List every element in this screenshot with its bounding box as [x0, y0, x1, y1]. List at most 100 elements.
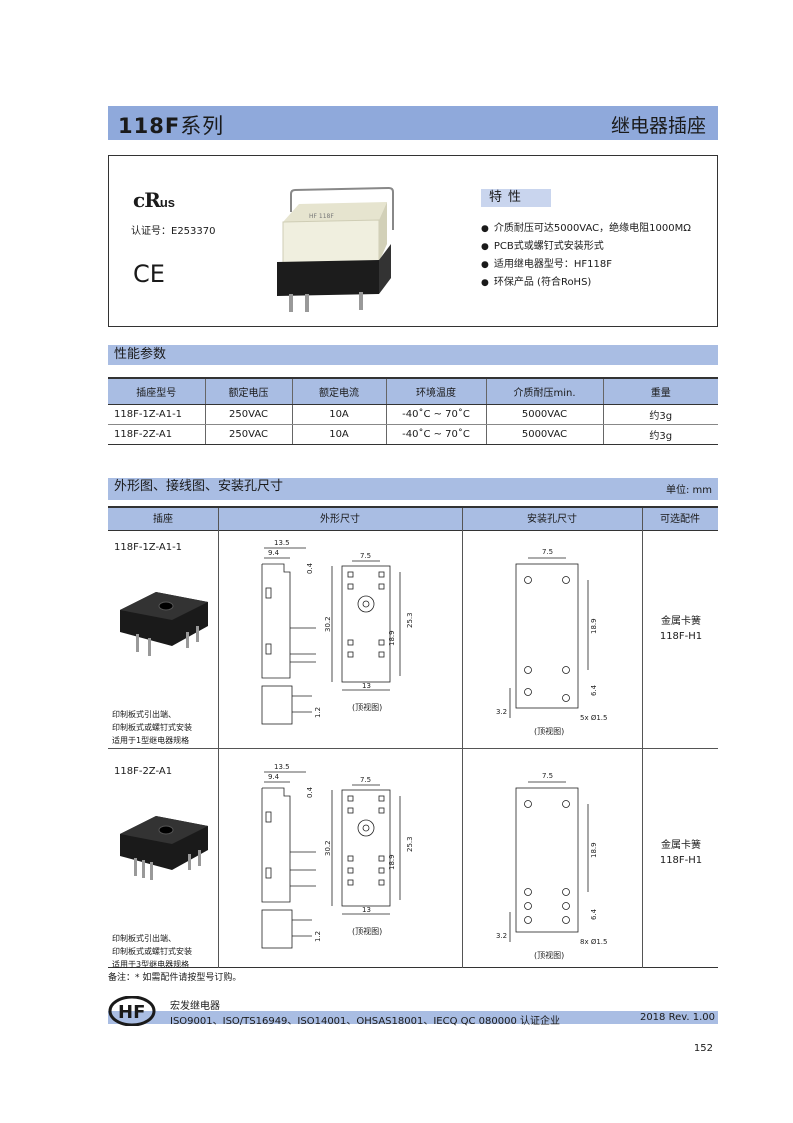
outline-drawing: 13.5 9.4 0.4 1.2 7.5 30.2 25.3 18.9 13 (… — [261, 763, 414, 949]
dim-label: 1.2 — [314, 931, 322, 942]
dim-label: 18.9 — [590, 842, 598, 858]
features-heading: 特性 — [481, 189, 551, 207]
dim-label: 1.2 — [314, 707, 322, 718]
col-header: 外形尺寸 — [320, 514, 360, 525]
divider — [642, 508, 643, 968]
col-header: 可选配件 — [660, 514, 700, 525]
socket-description: 印制板式引出端、 印制板式或螺钉式安装 适用于3型继电器规格 — [112, 934, 192, 969]
cell-model: 118F-1Z-A1-1 — [108, 404, 205, 425]
dim-label: 0.4 — [306, 562, 314, 574]
cell-dielectric: 5000VAC — [485, 404, 603, 425]
view-label: (顶视图) — [352, 926, 382, 936]
dim-label: 7.5 — [360, 552, 371, 560]
dim-label: 7.5 — [360, 776, 371, 784]
col-header: 插座型号 — [108, 377, 205, 405]
performance-table: 插座型号 额定电压 额定电流 环境温度 介质耐压min. 重量 118F-1Z-… — [108, 377, 718, 445]
dim-label: 30.2 — [324, 616, 332, 632]
col-header: 介质耐压min. — [485, 377, 603, 405]
hf-logo: HF — [108, 996, 156, 1026]
footer-band — [108, 1011, 718, 1024]
revision: 2018 Rev. 1.00 — [639, 1012, 715, 1023]
dim-label: 13.5 — [274, 539, 290, 547]
socket-photo — [120, 816, 208, 880]
dim-label: 13.5 — [274, 763, 290, 771]
col-header: 插座 — [153, 514, 173, 525]
svg-text:HF 118F: HF 118F — [309, 213, 334, 220]
outline-drawing: 13.5 9.4 0.4 1.2 7.5 30.2 25.3 18.9 13 (… — [261, 539, 414, 725]
series-title: 118F系列 — [118, 114, 225, 138]
dim-label: 7.5 — [542, 548, 553, 556]
ce-mark: CE — [133, 260, 165, 288]
feature-item: 环保产品 (符合RoHS) — [481, 274, 691, 292]
col-header: 环境温度 — [385, 377, 486, 405]
view-label: (顶视图) — [534, 726, 564, 736]
dimensions-header-row: 插座 外形尺寸 安装孔尺寸 可选配件 — [108, 508, 718, 531]
note: 备注：* 如需配件请按型号订购。 — [108, 973, 242, 983]
relay-socket-photo: HF 118F — [277, 186, 394, 312]
cell-temperature: -40˚C ~ 70˚C — [385, 404, 486, 425]
col-header: 额定电流 — [291, 377, 386, 405]
dim-label: 6.4 — [590, 908, 598, 920]
col-header: 额定电压 — [204, 377, 292, 405]
feature-item: 介质耐压可达5000VAC，绝缘电阻1000MΩ — [481, 220, 691, 238]
feature-item: 适用继电器型号：HF118F — [481, 256, 691, 274]
cell-model: 118F-2Z-A1 — [108, 424, 205, 445]
cell-dielectric: 5000VAC — [485, 424, 603, 445]
dim-label: 6.4 — [590, 684, 598, 696]
accessory: 金属卡簧 118F-H1 — [659, 840, 703, 866]
feature-item: PCB式或螺钉式安装形式 — [481, 238, 691, 256]
table-row: 118F-1Z-A1-1 250VAC 10A -40˚C ~ 70˚C 500… — [108, 404, 718, 425]
dim-label: 9.4 — [268, 773, 280, 781]
cell-weight: 约3g — [602, 404, 718, 425]
cert-number: 认证号：E253370 — [131, 226, 216, 237]
title-band: 118F系列 继电器插座 — [108, 106, 718, 140]
dim-label: 13 — [362, 906, 371, 914]
certifications: ISO9001、ISO/TS16949、ISO14001、OHSAS18001、… — [170, 1016, 561, 1027]
dim-label: 13 — [362, 682, 371, 690]
socket-model: 118F-2Z-A1 — [114, 766, 173, 777]
dim-label: 0.4 — [306, 786, 314, 798]
unit-label: 单位: mm — [665, 485, 712, 496]
cell-current: 10A — [291, 404, 386, 425]
accessory: 金属卡簧 118F-H1 — [659, 616, 703, 642]
table-row: 118F-2Z-A1 250VAC 10A -40˚C ~ 70˚C 5000V… — [108, 424, 718, 445]
features-list: 介质耐压可达5000VAC，绝缘电阻1000MΩ PCB式或螺钉式安装形式 适用… — [481, 220, 691, 292]
cell-voltage: 250VAC — [204, 424, 292, 445]
mounting-hole-drawing: 7.5 18.9 6.4 3.2 5x Ø1.5 (顶视图) — [496, 548, 607, 736]
dim-label: 25.3 — [406, 612, 414, 628]
col-header: 重量 — [602, 377, 718, 405]
company-name: 宏发继电器 — [170, 1001, 220, 1012]
dim-label: 30.2 — [324, 840, 332, 856]
category-title: 继电器插座 — [610, 115, 706, 137]
svg-text:HF: HF — [118, 1002, 145, 1023]
socket-model: 118F-1Z-A1-1 — [114, 542, 183, 553]
dimensions-heading: 外形图、接线图、安装孔尺寸 单位: mm — [108, 478, 718, 500]
page-number: 152 — [693, 1043, 713, 1054]
cell-current: 10A — [291, 424, 386, 445]
cell-weight: 约3g — [602, 424, 718, 445]
mounting-hole-drawing: 7.5 18.9 6.4 3.2 8x Ø1.5 (顶视图) — [496, 772, 607, 960]
ul-logo: cRus — [133, 188, 175, 212]
feature-box: cRus 认证号：E253370 CE HF 118F 特性 介质耐压可达500… — [108, 155, 718, 327]
col-header: 安装孔尺寸 — [527, 514, 577, 525]
dim-label: 18.9 — [388, 854, 396, 870]
socket-photo — [120, 592, 208, 656]
dim-label: 3.2 — [496, 932, 507, 940]
divider — [462, 508, 463, 968]
cell-voltage: 250VAC — [204, 404, 292, 425]
dim-label: 25.3 — [406, 836, 414, 852]
view-label: (顶视图) — [352, 702, 382, 712]
dim-label: 7.5 — [542, 772, 553, 780]
dimensions-table: 插座 外形尺寸 安装孔尺寸 可选配件 118F-1Z-A1-1 印制板式引出端、… — [108, 506, 718, 969]
divider — [108, 748, 718, 749]
divider — [218, 508, 219, 968]
dim-label: 5x Ø1.5 — [580, 714, 607, 722]
dim-label: 18.9 — [388, 630, 396, 646]
dim-label: 8x Ø1.5 — [580, 938, 607, 946]
dim-label: 18.9 — [590, 618, 598, 634]
view-label: (顶视图) — [534, 950, 564, 960]
performance-heading: 性能参数 — [108, 345, 718, 365]
socket-description: 印制板式引出端、 印制板式或螺钉式安装 适用于1型继电器规格 — [112, 710, 192, 745]
cell-temperature: -40˚C ~ 70˚C — [385, 424, 486, 445]
dim-label: 9.4 — [268, 549, 280, 557]
